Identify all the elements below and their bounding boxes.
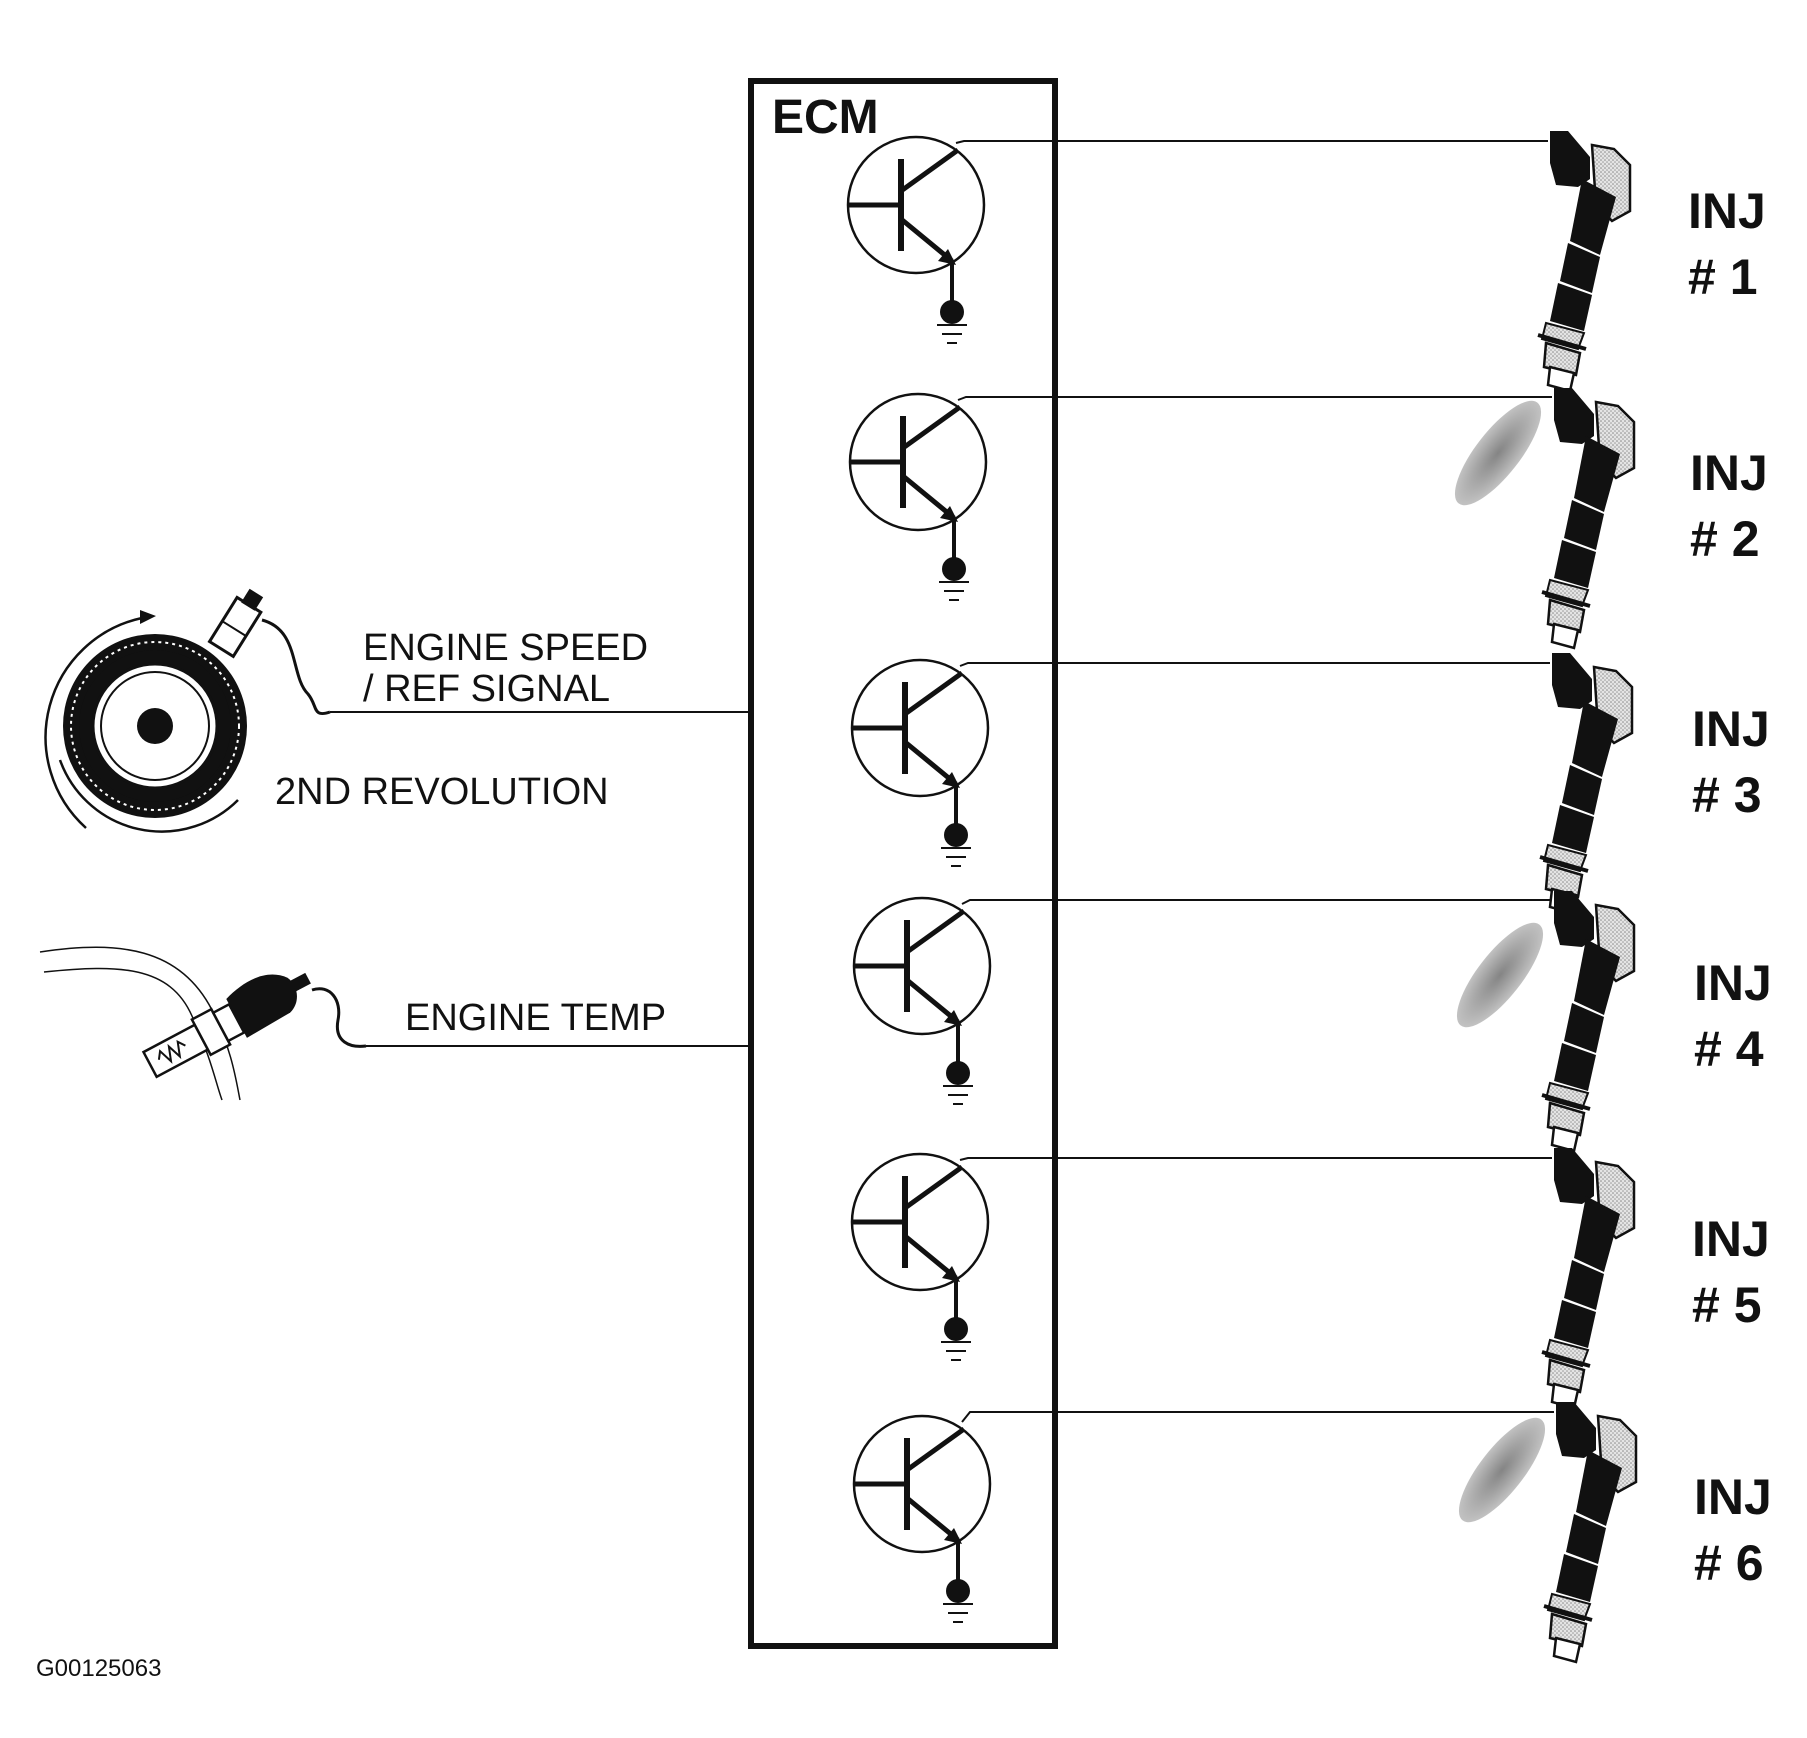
injector-number-5: # 5: [1692, 1277, 1762, 1333]
ecm-box: [748, 78, 1058, 1649]
crank-sensor-icon: [44, 588, 331, 833]
injector-name-1: INJ: [1688, 183, 1766, 239]
injector-wires: [955, 140, 1554, 1423]
figure-id: G00125063: [36, 1655, 161, 1682]
fuel-spray-3: [1456, 922, 1544, 1028]
injector-number-4: # 4: [1694, 1021, 1764, 1077]
fuel-spray-5: [1458, 1417, 1546, 1523]
injector-icon-4: [1540, 889, 1636, 1153]
speed-label-line2: / REF SIGNAL: [363, 668, 610, 710]
injector-name-6: INJ: [1694, 1469, 1772, 1525]
injector-icon-6: [1542, 1400, 1638, 1664]
driver-transistors: [848, 137, 990, 1622]
driver-transistor-3: [852, 660, 988, 866]
injector-name-5: INJ: [1692, 1211, 1770, 1267]
injector-name-2: INJ: [1690, 445, 1768, 501]
driver-transistor-6: [854, 1416, 990, 1622]
injector-wire-3: [959, 662, 1550, 667]
injector-wire-1: [955, 140, 1548, 144]
injector-name-4: INJ: [1694, 955, 1772, 1011]
revolution-label: 2ND REVOLUTION: [275, 771, 609, 813]
injector-wire-2: [957, 396, 1552, 401]
injector-wire-5: [959, 1157, 1552, 1161]
ecm-label: ECM: [772, 91, 879, 144]
injector-labels: INJ # 1 INJ # 2 INJ # 3 INJ # 4 INJ # 5 INJ # 6: [1688, 183, 1772, 1591]
driver-transistor-4: [854, 898, 990, 1104]
injector-name-3: INJ: [1692, 701, 1770, 757]
temp-label: ENGINE TEMP: [405, 997, 666, 1039]
injector-wire-6: [961, 1411, 1554, 1423]
injector-number-1: # 1: [1688, 249, 1758, 305]
injector-icon-5: [1540, 1146, 1636, 1410]
injector-number-6: # 6: [1694, 1535, 1764, 1591]
injector-number-2: # 2: [1690, 511, 1760, 567]
injector-number-3: # 3: [1692, 767, 1762, 823]
driver-transistor-1: [848, 137, 984, 343]
injector-icon-1: [1536, 129, 1632, 393]
fuel-spray-1: [1454, 400, 1542, 506]
driver-transistor-2: [850, 394, 986, 600]
injector-icon-3: [1538, 651, 1634, 915]
driver-transistor-5: [852, 1154, 988, 1360]
injector-icon-2: [1540, 386, 1636, 650]
injector-wire-4: [961, 899, 1552, 905]
speed-label-line1: ENGINE SPEED: [363, 627, 648, 669]
temp-sensor-icon: [39, 946, 367, 1101]
fuel-injectors: [1454, 129, 1638, 1664]
